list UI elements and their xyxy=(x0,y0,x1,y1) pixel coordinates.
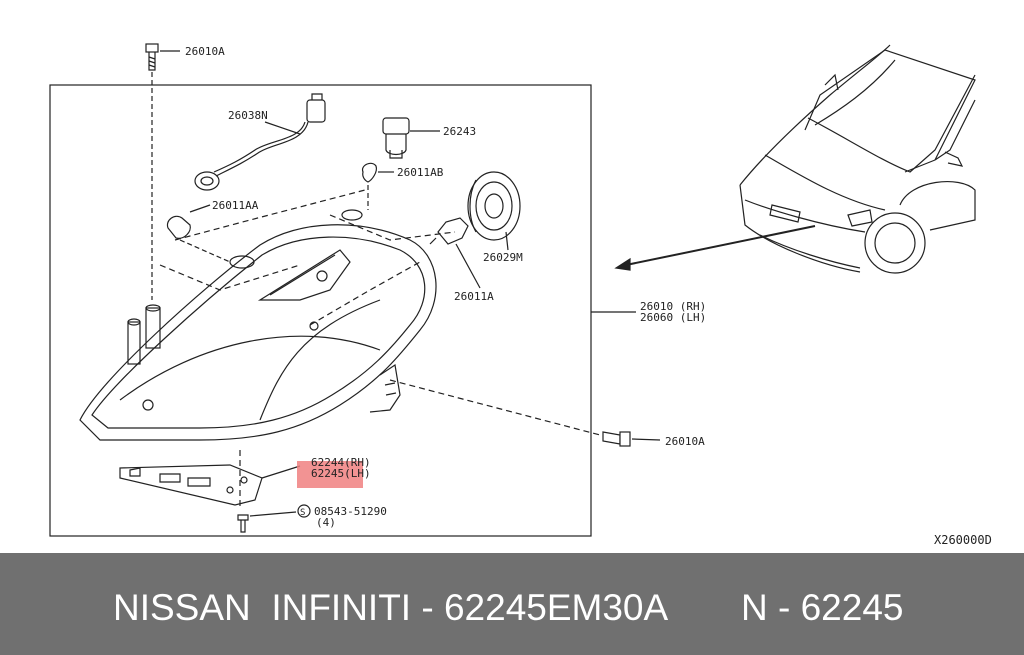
label-screw-qty: (4) xyxy=(316,516,336,529)
bulb-main-icon xyxy=(429,217,469,245)
assembly-frame xyxy=(49,84,592,537)
bolt-top-icon xyxy=(145,43,159,71)
label-lamp-rh: 26010 (RH) xyxy=(640,300,706,313)
headlamp-housing xyxy=(79,209,437,441)
screw-icon xyxy=(237,514,249,533)
bulb-side-icon xyxy=(166,215,191,239)
label-screw: 08543-51290 xyxy=(314,505,387,518)
location-arrow xyxy=(614,225,816,271)
label-bracket-lh: 62245(LH) xyxy=(311,467,371,480)
parts-diagram: 26010A 26038N 26243 26011AB 26011AA 2602… xyxy=(49,43,992,547)
cover-cap-icon xyxy=(467,171,521,241)
label-bulb-ab: 26011AB xyxy=(397,166,444,179)
label-harness: 26038N xyxy=(228,109,268,122)
diagram-id: X260000D xyxy=(934,533,992,547)
label-screw-symbol: S xyxy=(300,508,305,518)
label-bulb-aa: 26011AA xyxy=(212,199,259,212)
label-lamp-lh: 26060 (LH) xyxy=(640,311,706,324)
label-bolt-right: 26010A xyxy=(665,435,705,448)
label-bracket-rh: 62244(RH) xyxy=(311,456,371,469)
label-bolt-top: 26010A xyxy=(185,45,225,58)
screw-symbol-circle xyxy=(297,504,311,518)
vehicle-sketch xyxy=(739,44,976,274)
bulb-small-icon xyxy=(361,162,377,183)
highlight-box xyxy=(297,461,363,488)
label-bulb-a: 26011A xyxy=(454,290,494,303)
mounting-bracket xyxy=(119,464,263,506)
footer-brand-part: NISSAN INFINITI - 62245EM30A xyxy=(113,587,669,628)
label-cover: 26029M xyxy=(483,251,523,264)
harness-icon xyxy=(194,93,326,191)
bolt-right-icon xyxy=(602,431,631,447)
part-number-footer: NISSAN INFINITI - 62245EM30A N - 62245 xyxy=(0,553,1024,655)
label-socket: 26243 xyxy=(443,125,476,138)
socket-icon xyxy=(382,117,410,159)
footer-short-code: N - 62245 xyxy=(741,587,904,628)
